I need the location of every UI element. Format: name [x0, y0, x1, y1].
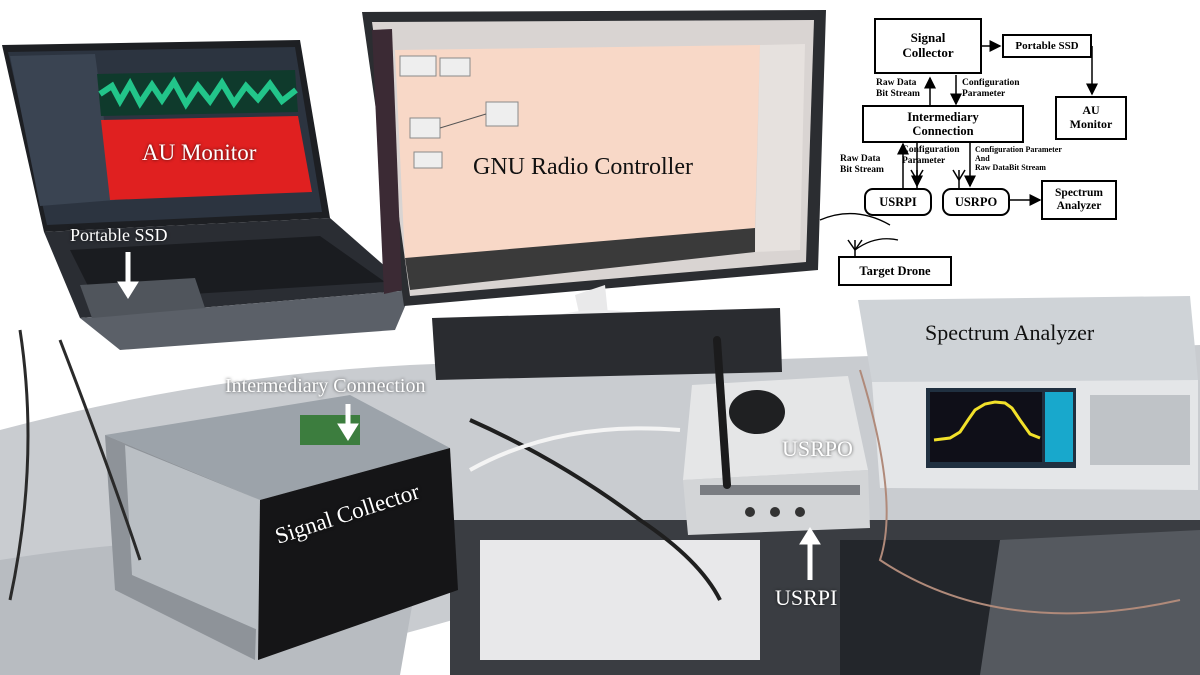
- label-intermediary-connection: Intermediary Connection: [225, 375, 426, 397]
- arrow-usrpi: [799, 527, 821, 580]
- monitor: [362, 10, 826, 350]
- diagram-target-drone: Target Drone: [838, 256, 952, 286]
- spectrum-analyzer: [858, 296, 1198, 490]
- diagram-usrpo: USRPO: [942, 188, 1010, 216]
- usrp-device: [683, 336, 870, 535]
- label-au-monitor: AU Monitor: [142, 140, 257, 165]
- label-spectrum-analyzer: Spectrum Analyzer: [925, 320, 1095, 345]
- label-gnu-radio-controller: GNU Radio Controller: [473, 154, 693, 180]
- laptop: [2, 40, 412, 350]
- diagram-usrpi: USRPI: [864, 188, 932, 216]
- arrow-intermediary: [337, 404, 359, 441]
- label-portable-ssd: Portable SSD: [70, 225, 168, 245]
- pc-case: [105, 395, 458, 660]
- diagram-portable-ssd: Portable SSD: [1002, 34, 1092, 58]
- arrow-portable-ssd: [117, 252, 139, 299]
- label-usrpo: USRPO: [782, 436, 853, 461]
- label-usrpi: USRPI: [775, 585, 838, 610]
